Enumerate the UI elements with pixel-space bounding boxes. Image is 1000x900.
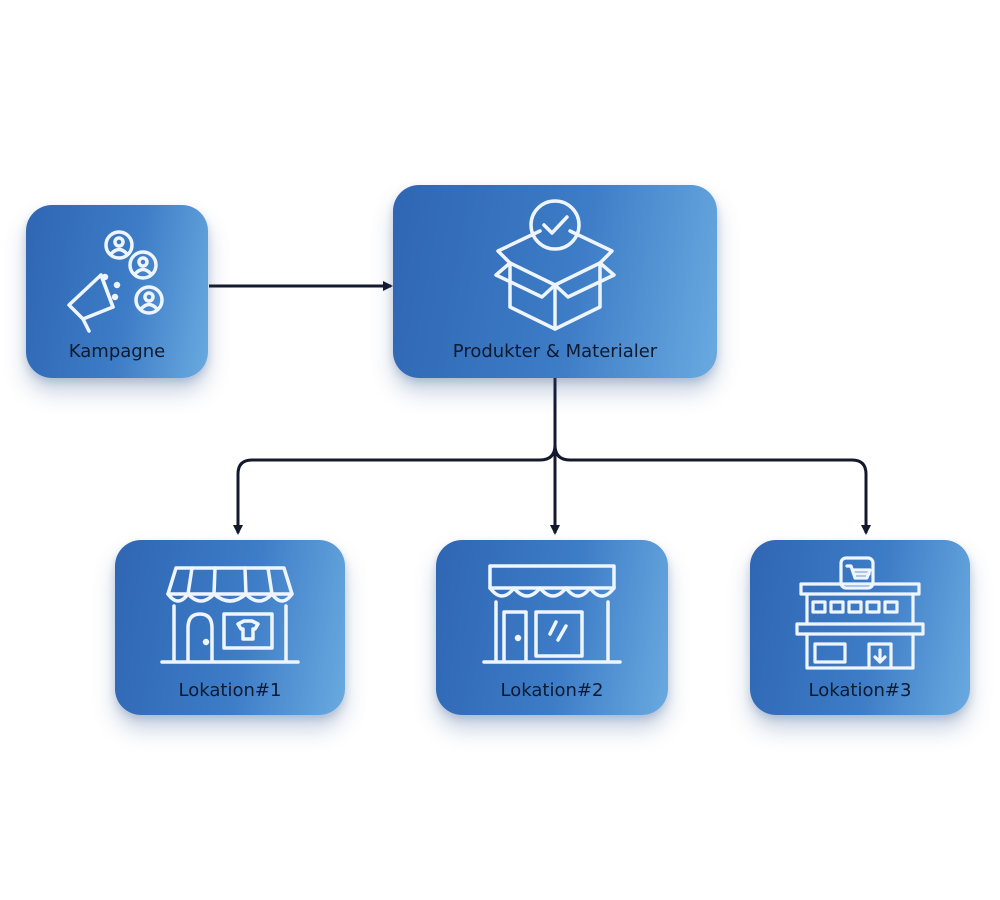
box-check-icon (494, 199, 616, 331)
node-location3[interactable]: Lokation#3 (750, 540, 970, 715)
storefront-icon (482, 564, 622, 664)
storefront-awning-icon (160, 566, 300, 664)
megaphone-people-icon (67, 230, 164, 333)
node-campaign[interactable]: Kampagne (26, 205, 208, 378)
node-label: Lokation#2 (500, 680, 604, 701)
node-label: Produkter & Materialer (452, 341, 658, 362)
node-products[interactable]: Produkter & Materialer (393, 185, 717, 378)
node-label: Kampagne (68, 341, 166, 362)
node-location2[interactable]: Lokation#2 (436, 540, 668, 715)
node-label: Lokation#1 (178, 680, 282, 701)
edge-products-location1 (233, 378, 557, 535)
shop-building-cart-icon (795, 556, 925, 670)
edge-products-location3 (553, 444, 871, 535)
node-location1[interactable]: Lokation#1 (115, 540, 345, 715)
node-label: Lokation#3 (808, 680, 912, 701)
